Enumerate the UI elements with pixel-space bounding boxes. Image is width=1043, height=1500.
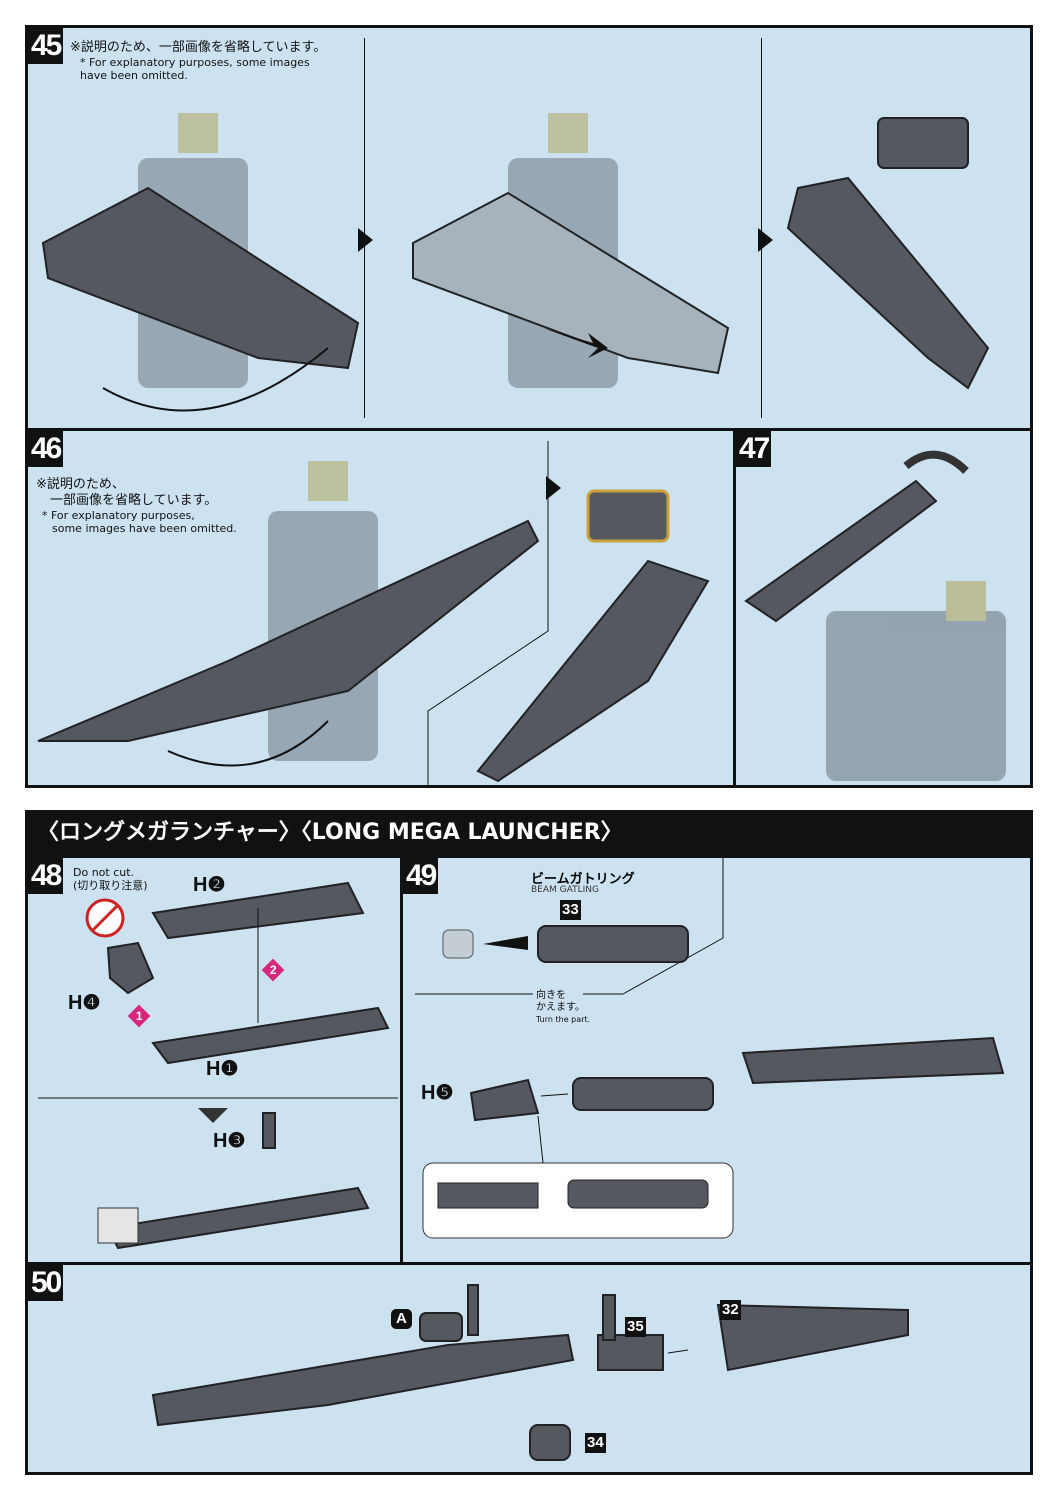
part-number-34: 34 [585, 1433, 606, 1453]
part-label-h3: H❸ [213, 1130, 246, 1152]
assembly-illustration [744, 450, 1006, 781]
warn-en: Do not cut. [73, 866, 135, 879]
omission-note: ※説明のため、一部画像を省略しています。 * For explanatory p… [70, 40, 330, 82]
part-name-en: BEAM GATLING [531, 885, 599, 895]
turn-jp-2: かえます。 [536, 1002, 585, 1013]
part-number-33: 33 [560, 900, 581, 920]
note-en: * For explanatory purposes, some images … [80, 56, 310, 82]
part-label-h4: H❹ [68, 992, 101, 1014]
step-number: 46 [28, 431, 64, 467]
step-number: 48 [28, 858, 64, 894]
part-number-35: 35 [625, 1317, 646, 1337]
part-label-h2: H❷ [193, 874, 226, 896]
step-number: 47 [736, 431, 772, 467]
step-45-panel: 45 ※説明のため、一部画像を省略しています。 * For explanator… [25, 25, 1033, 431]
note-jp-1: ※説明のため、 [36, 477, 125, 492]
turn-note: 向きをかえます。 Turn the part. [536, 990, 590, 1026]
step-47-panel: 47 [733, 428, 1033, 788]
step-number: 50 [28, 1265, 64, 1301]
part-label-h5: H❺ [421, 1082, 454, 1104]
assembly-illustration [415, 858, 1005, 1239]
section-title: 〈ロングメガランチャー〉〈LONG MEGA LAUNCHER〉 [25, 810, 1033, 855]
step-48-panel: 48 Do not cut. (切り取り注意) H❷ H❹ H❶ H❸ 1 2 [25, 855, 403, 1265]
do-not-cut-note: Do not cut. (切り取り注意) [73, 866, 148, 892]
note-en-1: * For explanatory purposes, [42, 509, 195, 522]
assembly-illustration [38, 881, 398, 1250]
warn-jp: (切り取り注意) [73, 879, 148, 892]
step-number: 45 [28, 28, 64, 64]
divider [364, 38, 365, 418]
turn-jp-1: 向きを [536, 990, 566, 1001]
omission-note: ※説明のため、 一部画像を省略しています。 * For explanatory … [36, 477, 237, 535]
step-49-panel: 49 ビームガトリング BEAM GATLING 33 向きをかえます。 Tur… [400, 855, 1033, 1265]
note-jp-2: 一部画像を省略しています。 [50, 493, 218, 508]
divider [761, 38, 762, 418]
assembly-illustration [151, 1284, 909, 1461]
step-number: 49 [403, 858, 439, 894]
step-50-panel: 50 A 35 32 34 [25, 1262, 1033, 1475]
part-number-32: 32 [720, 1300, 741, 1320]
step-46-panel: 46 ※説明のため、 一部画像を省略しています。 * For explanato… [25, 428, 736, 788]
assembly-illustration [37, 441, 710, 785]
part-label-h1: H❶ [206, 1058, 239, 1080]
turn-en: Turn the part. [536, 1015, 591, 1024]
part-name-jp: ビームガトリング [531, 872, 635, 887]
part-label-a: A [391, 1309, 412, 1329]
assembly-illustration [41, 113, 990, 412]
note-en-2: some images have been omitted. [52, 522, 237, 535]
note-jp: ※説明のため、一部画像を省略しています。 [70, 40, 327, 55]
